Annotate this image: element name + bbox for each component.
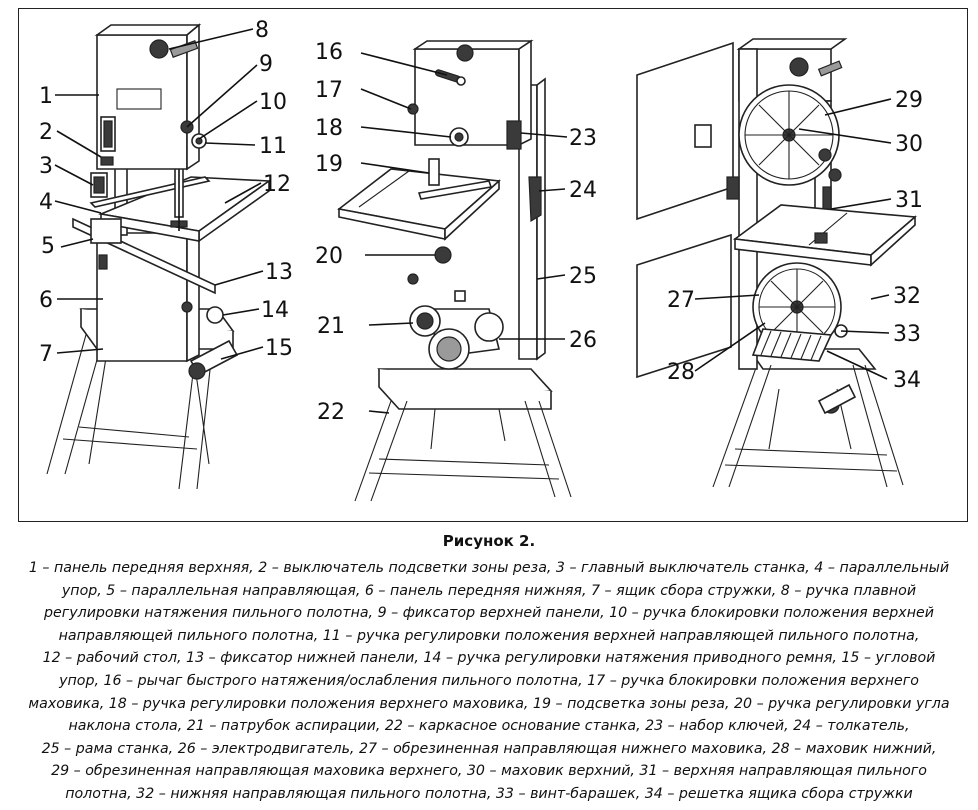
callout-15: 15 xyxy=(265,336,293,361)
callout-24: 24 xyxy=(569,178,597,203)
callout-4: 4 xyxy=(39,190,53,215)
callout-3: 3 xyxy=(39,154,53,179)
machine-rear-view xyxy=(337,39,572,502)
callout-34: 34 xyxy=(893,368,921,393)
legend-line: маховика, 18 – ручка регулировки положен… xyxy=(28,695,950,712)
legend-line: полотна, 32 – нижняя направляющая пильно… xyxy=(65,785,913,802)
callout-23: 23 xyxy=(569,126,597,151)
callout-2: 2 xyxy=(39,120,53,145)
machine-open-view xyxy=(636,38,917,488)
callout-12: 12 xyxy=(263,172,291,197)
callout-14: 14 xyxy=(261,298,289,323)
callout-1: 1 xyxy=(39,84,53,109)
machine-front-view xyxy=(46,23,272,490)
callout-28: 28 xyxy=(667,360,695,385)
callout-10: 10 xyxy=(259,90,287,115)
legend-line: упор, 16 – рычаг быстрого натяжения/осла… xyxy=(59,672,919,689)
figure-caption-title: Рисунок 2. xyxy=(442,532,536,550)
legend-line: регулировки натяжения пильного полотна, … xyxy=(44,605,934,622)
callout-8: 8 xyxy=(255,18,269,43)
callout-22: 22 xyxy=(317,400,345,425)
callout-11: 11 xyxy=(259,134,287,159)
callout-17: 17 xyxy=(315,78,343,103)
callout-19: 19 xyxy=(315,152,343,177)
callout-6: 6 xyxy=(39,288,53,313)
callout-9: 9 xyxy=(259,52,273,77)
figure-panel: 1 2 3 4 5 6 7 8 9 10 11 12 13 14 15 16 1… xyxy=(18,8,968,522)
callout-18: 18 xyxy=(315,116,343,141)
callout-leaders xyxy=(54,28,892,414)
callout-5: 5 xyxy=(41,234,55,259)
legend-line: 1 – панель передняя верхняя, 2 – выключа… xyxy=(28,560,950,576)
callout-32: 32 xyxy=(893,284,921,309)
callout-29: 29 xyxy=(895,88,923,113)
callout-13: 13 xyxy=(265,260,293,285)
legend-line: 29 – обрезиненная направляющая маховика … xyxy=(51,763,927,780)
callout-31: 31 xyxy=(895,188,923,213)
callout-33: 33 xyxy=(893,322,921,347)
legend-line: упор, 5 – параллельная направляющая, 6 –… xyxy=(61,582,917,599)
legend-line: 25 – рама станка, 26 – электродвигатель,… xyxy=(41,740,937,757)
callout-25: 25 xyxy=(569,264,597,289)
callout-numbers: 1 2 3 4 5 6 7 8 9 10 11 12 13 14 15 16 1… xyxy=(39,18,923,425)
callout-26: 26 xyxy=(569,328,597,353)
callout-7: 7 xyxy=(39,342,53,367)
figure-caption-legend: 1 – панель передняя верхняя, 2 – выключа… xyxy=(14,557,964,806)
bandsaw-illustration: 1 2 3 4 5 6 7 8 9 10 11 12 13 14 15 16 1… xyxy=(39,18,923,502)
legend-line: направляющей пильного полотна, 11 – ручк… xyxy=(58,627,920,644)
callout-20: 20 xyxy=(315,244,343,269)
callout-16: 16 xyxy=(315,40,343,65)
callout-27: 27 xyxy=(667,288,695,313)
legend-line: 12 – рабочий стол, 13 – фиксатор нижней … xyxy=(42,650,936,667)
callout-21: 21 xyxy=(317,314,345,339)
callout-30: 30 xyxy=(895,132,923,157)
legend-line: наклона стола, 21 – патрубок аспирации, … xyxy=(68,718,910,735)
